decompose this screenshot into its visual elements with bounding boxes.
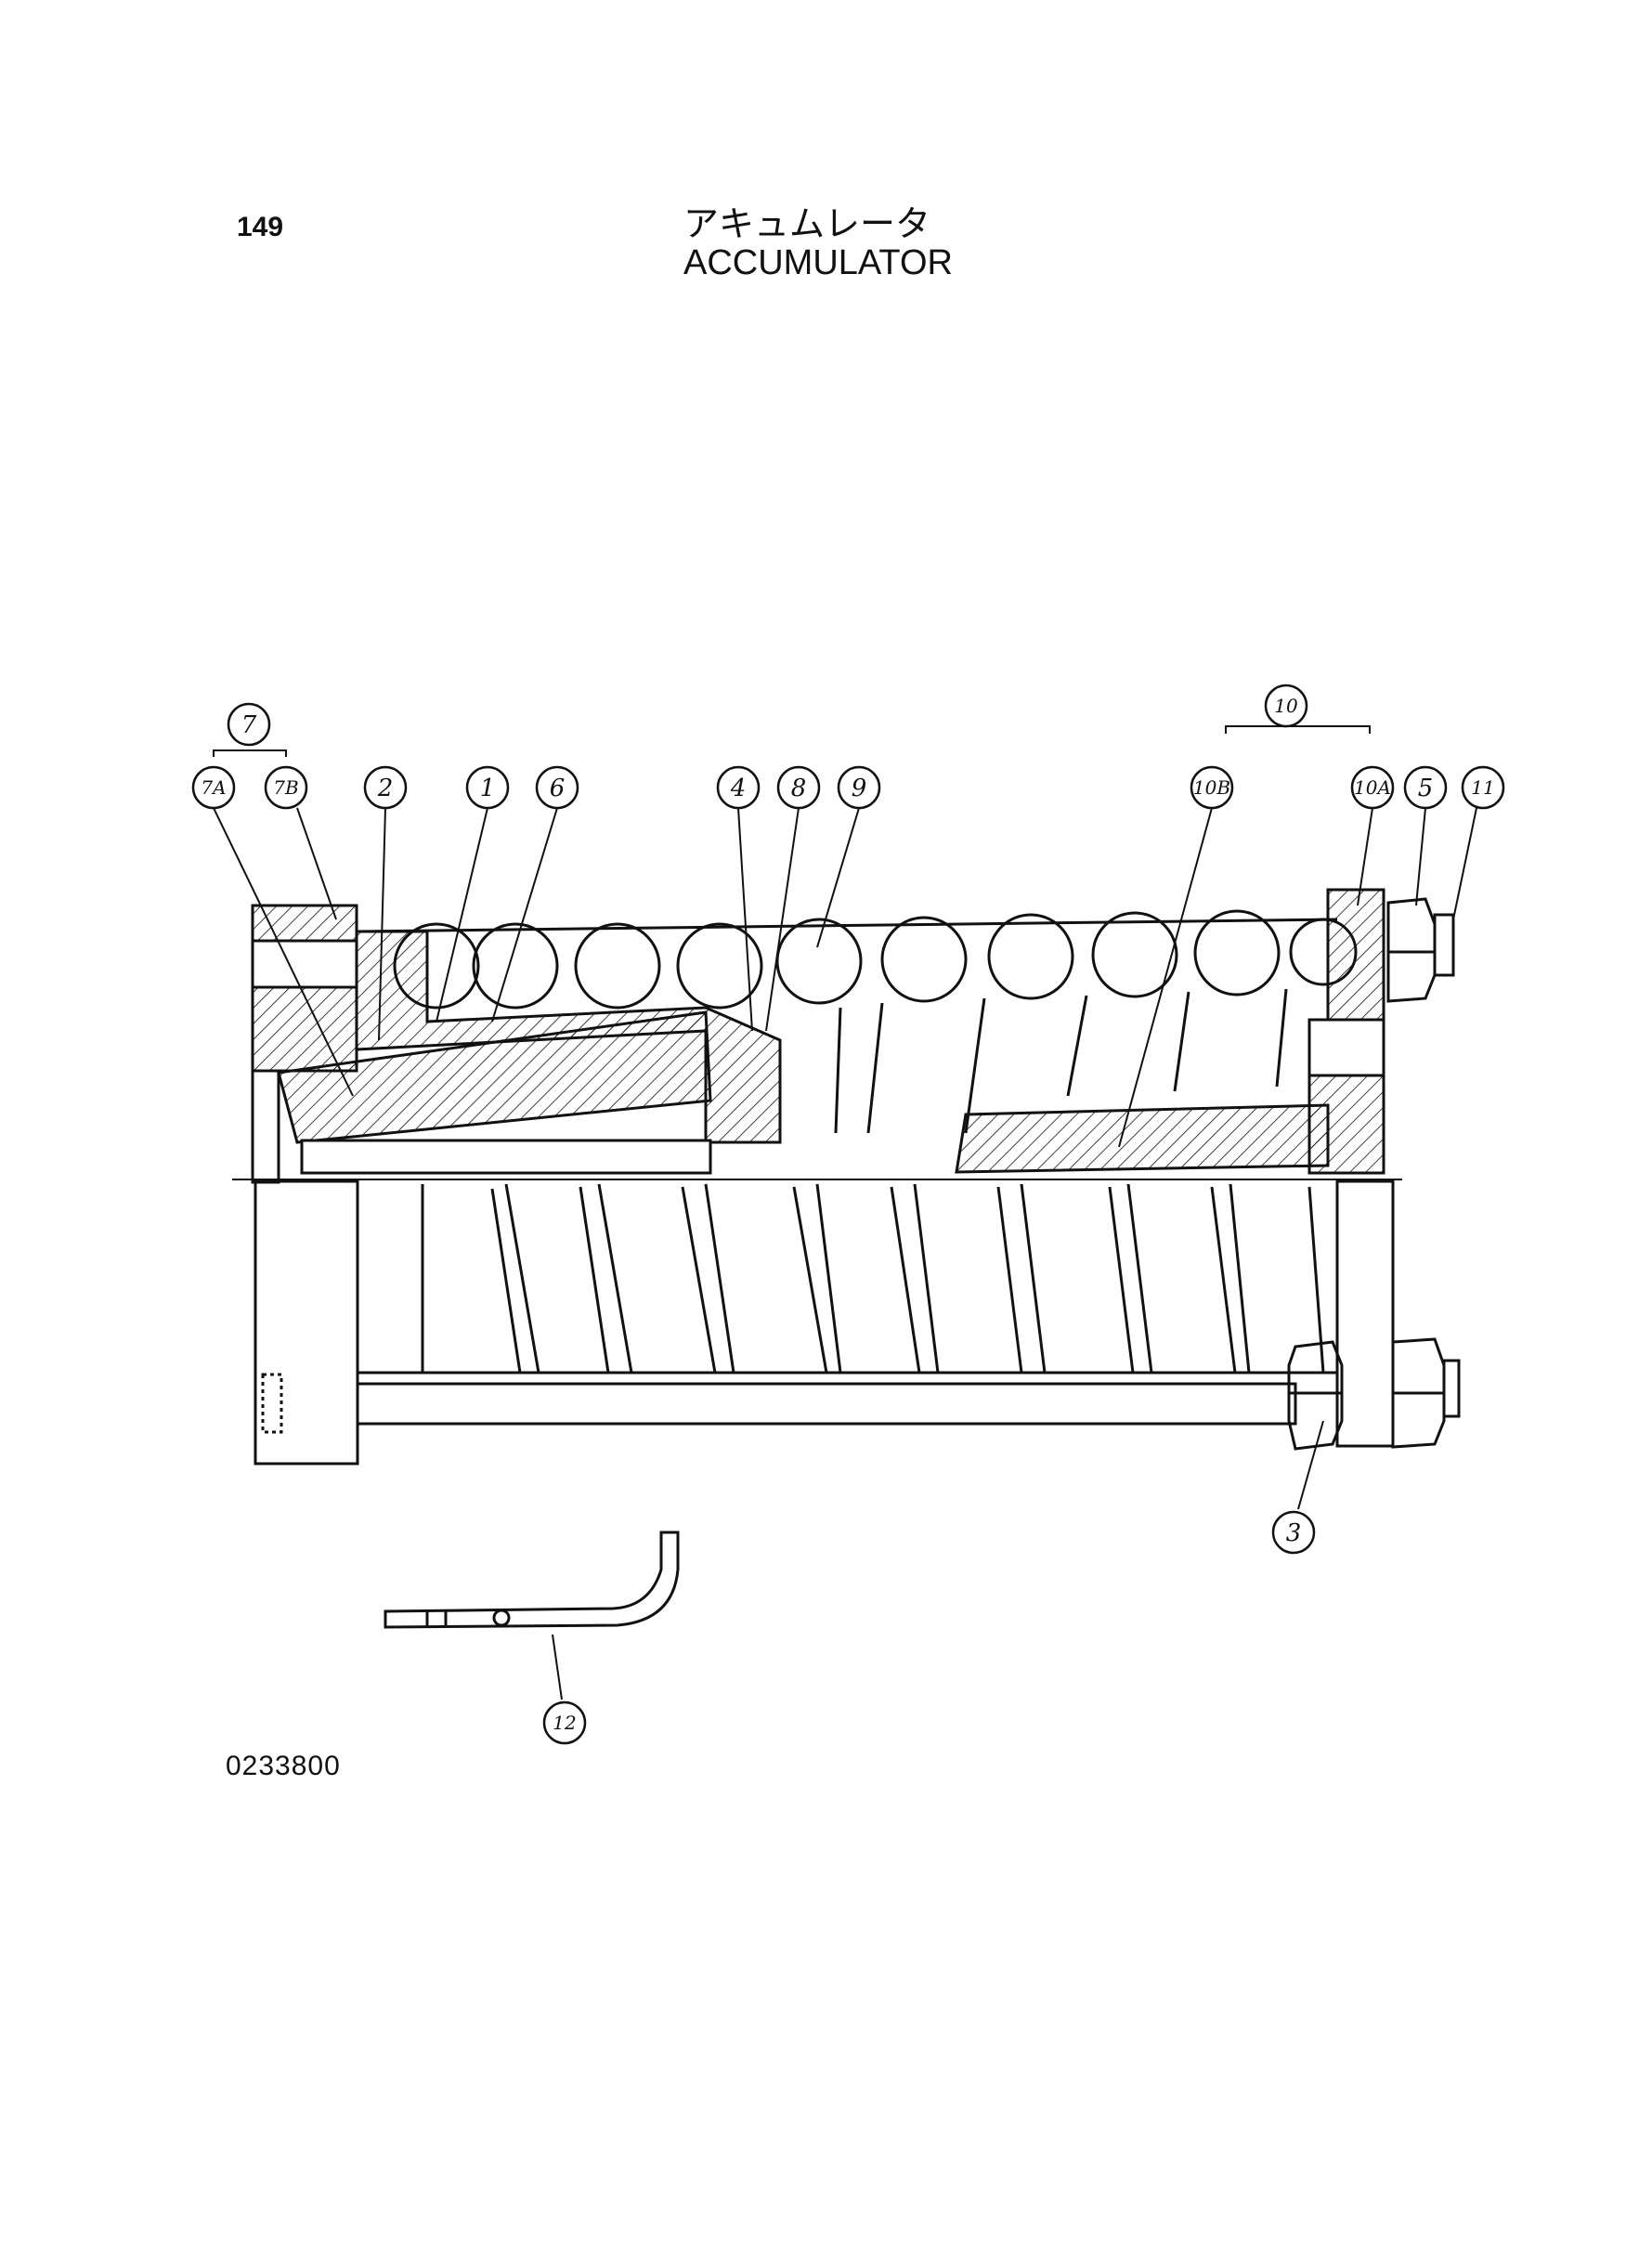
callout-1: 1 (480, 775, 496, 802)
callout-circle-12 (542, 1700, 587, 1745)
pin-right (1442, 1359, 1461, 1418)
drawing-code: 0233800 (226, 1751, 341, 1781)
callout-10a: 10A (1354, 776, 1391, 799)
coil-line (834, 1007, 842, 1134)
retainer-6 (355, 930, 782, 1144)
title-english: ACCUMULATOR (683, 243, 953, 282)
callout-circle-7a (191, 765, 236, 810)
nut-5 (1386, 897, 1437, 1003)
right-end-body (1335, 1179, 1395, 1448)
callout-circle-10a (1350, 765, 1395, 810)
coil-section (472, 922, 559, 1010)
coil-line (964, 997, 986, 1134)
callout-10b: 10B (1193, 776, 1230, 799)
callout-7: 7 (241, 711, 257, 739)
inner-bore (300, 1139, 712, 1175)
callout-9: 9 (852, 775, 867, 802)
callout-12: 12 (553, 1712, 576, 1734)
callout-4: 4 (730, 775, 747, 802)
tool-12 (384, 1531, 680, 1629)
callout-circle-3 (1271, 1510, 1316, 1555)
callout-circle-6 (535, 765, 579, 810)
end-plate-top (251, 904, 358, 943)
coil-line (1066, 995, 1088, 1097)
callout-circle-4 (716, 765, 761, 810)
end-plate-10a-lower (1307, 1074, 1385, 1175)
callout-circle-11 (1461, 765, 1505, 810)
callout-circle-10 (1264, 684, 1308, 728)
left-end-body (254, 1179, 359, 1466)
page-number: 149 (237, 212, 284, 242)
callout-11: 11 (1471, 776, 1494, 799)
end-plate-10a-slot (1307, 1018, 1385, 1077)
coil-section (1193, 909, 1281, 997)
spacer-10b (955, 1103, 1330, 1174)
coil-line (1275, 988, 1288, 1088)
callout-circle-1 (465, 765, 510, 810)
callout-7a: 7A (201, 776, 226, 799)
coil-line (1173, 991, 1190, 1092)
pin-11 (1433, 913, 1455, 977)
coil-section (574, 922, 661, 1010)
callout-circle-5 (1403, 765, 1448, 810)
end-plate-10a (1326, 888, 1385, 1022)
callout-2: 2 (377, 775, 394, 802)
end-plate-slot (251, 939, 358, 989)
callout-3: 3 (1286, 1519, 1302, 1547)
tie-bolt (356, 1382, 1297, 1426)
callout-8: 8 (791, 775, 807, 802)
end-plate-lower (251, 985, 358, 1073)
bolt-thread (261, 1373, 283, 1434)
coil-section (987, 913, 1074, 1000)
callout-7b: 7B (273, 776, 298, 799)
coil-section (775, 918, 863, 1005)
callout-6: 6 (550, 775, 566, 802)
coil-section (676, 922, 763, 1010)
callout-5: 5 (1418, 775, 1434, 802)
nut-3 (1287, 1340, 1344, 1451)
title-japanese: アキュムレータ (683, 203, 931, 244)
coil-line (866, 1002, 884, 1134)
callout-circle-7 (227, 702, 271, 747)
callout-circle-10b (1190, 765, 1234, 810)
callout-10: 10 (1274, 695, 1298, 717)
callout-circle-2 (363, 765, 408, 810)
left-housing (251, 1069, 280, 1184)
callout-circle-8 (776, 765, 821, 810)
callout-circle-9 (837, 765, 881, 810)
nut-right (1391, 1337, 1446, 1449)
coil-section (880, 916, 968, 1003)
coil-section (393, 922, 480, 1010)
coil-section (1091, 911, 1178, 998)
callout-circle-7b (264, 765, 308, 810)
